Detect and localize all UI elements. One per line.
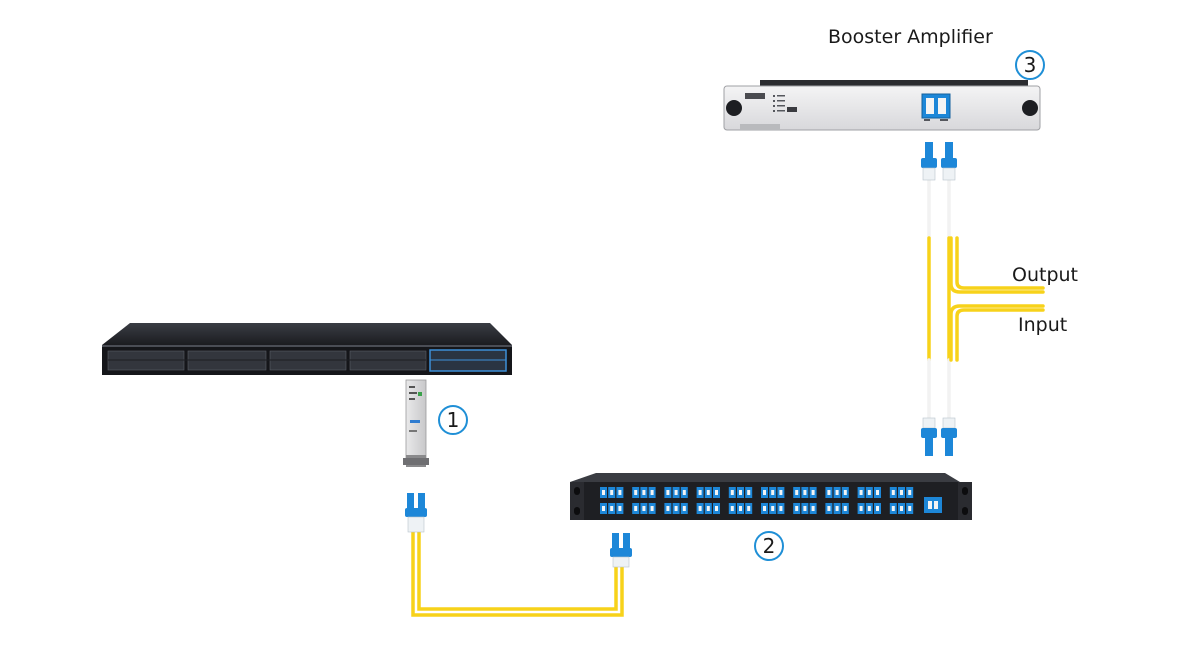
mux-lc-port-ferrule bbox=[618, 490, 622, 495]
mux-lc-port-ferrule bbox=[876, 506, 879, 511]
booster-amplifier-label: Booster Amplifier bbox=[828, 26, 993, 48]
mux-lc-port-ferrule bbox=[900, 490, 903, 495]
fiber-patch-cable-right bbox=[927, 178, 1045, 420]
mux-lc-port-ferrule bbox=[771, 506, 775, 511]
fiber-patch-cable-left bbox=[411, 530, 624, 617]
mux-lc-port-ferrule bbox=[715, 506, 718, 511]
mux-common-port bbox=[924, 497, 942, 513]
lc-connectors-mux-right bbox=[921, 417, 957, 456]
lc-duplex-connector-mux bbox=[610, 533, 632, 568]
mux-lc-port-ferrule bbox=[867, 490, 871, 495]
ethernet-switch bbox=[102, 323, 512, 375]
lc-connectors-amplifier bbox=[921, 142, 957, 181]
mux-lc-port-ferrule bbox=[610, 506, 614, 511]
mux-lc-port-ferrule bbox=[739, 490, 742, 495]
mux-lc-port-ferrule bbox=[706, 490, 710, 495]
mux-lc-port-ferrule bbox=[795, 490, 799, 495]
mux-lc-port-ferrule bbox=[771, 490, 775, 495]
mux-lc-port-ferrule bbox=[843, 490, 847, 495]
mux-lc-port-ferrule bbox=[763, 506, 766, 511]
mux-lc-port-ferrule bbox=[891, 506, 895, 511]
mux-lc-port-ferrule bbox=[908, 490, 912, 495]
thumbscrew-left-icon bbox=[726, 100, 742, 116]
lc-duplex-connector-transceiver bbox=[405, 493, 427, 533]
step-badge-mux: 2 bbox=[754, 531, 784, 561]
mux-lc-port-ferrule bbox=[763, 490, 766, 495]
mux-lc-port-ferrule bbox=[876, 490, 879, 495]
mux-lc-port-ferrule bbox=[843, 506, 847, 511]
mux-lc-port-ferrule bbox=[618, 506, 622, 511]
output-label: Output bbox=[1012, 264, 1078, 286]
mux-lc-port-ferrule bbox=[811, 506, 815, 511]
mux-lc-port-ferrule bbox=[682, 490, 686, 495]
mux-lc-port-ferrule bbox=[739, 506, 742, 511]
mux-lc-port-ferrule bbox=[650, 490, 654, 495]
mux-lc-port-ferrule bbox=[747, 506, 751, 511]
mux-port-array bbox=[600, 487, 914, 514]
mux-lc-port-ferrule bbox=[835, 490, 839, 495]
mux-lc-port-ferrule bbox=[859, 490, 863, 495]
mux-lc-port-ferrule bbox=[827, 490, 831, 495]
mux-lc-port-ferrule bbox=[803, 506, 807, 511]
mux-lc-port-ferrule bbox=[730, 490, 734, 495]
sfp-transceiver bbox=[403, 379, 429, 467]
mux-lc-port-ferrule bbox=[779, 506, 783, 511]
mux-lc-port-ferrule bbox=[827, 506, 831, 511]
mux-lc-port-ferrule bbox=[835, 506, 839, 511]
mux-lc-port-ferrule bbox=[610, 490, 614, 495]
mux-lc-port-ferrule bbox=[730, 506, 734, 511]
mux-lc-port-ferrule bbox=[779, 490, 783, 495]
mux-lc-port-ferrule bbox=[634, 490, 638, 495]
mux-lc-port-ferrule bbox=[650, 506, 654, 511]
mux-lc-port-ferrule bbox=[811, 490, 815, 495]
input-label: Input bbox=[1018, 314, 1068, 336]
step-badge-amplifier: 3 bbox=[1015, 50, 1045, 80]
booster-amplifier-card bbox=[723, 80, 1041, 131]
mux-lc-port-ferrule bbox=[706, 506, 710, 511]
mux-lc-port-ferrule bbox=[674, 506, 678, 511]
mux-lc-port-ferrule bbox=[891, 490, 895, 495]
mux-lc-port-ferrule bbox=[674, 490, 678, 495]
mux-lc-port-ferrule bbox=[795, 506, 799, 511]
mux-lc-port-ferrule bbox=[642, 490, 646, 495]
mux-lc-port-ferrule bbox=[747, 490, 751, 495]
step-badge-transceiver: 1 bbox=[438, 405, 468, 435]
mux-lc-port-ferrule bbox=[602, 490, 605, 495]
mux-lc-port-ferrule bbox=[867, 506, 871, 511]
mux-lc-port-ferrule bbox=[602, 506, 605, 511]
mux-lc-port-ferrule bbox=[666, 490, 670, 495]
mux-lc-port-ferrule bbox=[698, 490, 702, 495]
mux-lc-port-ferrule bbox=[642, 506, 646, 511]
mux-lc-port-ferrule bbox=[682, 506, 686, 511]
mux-lc-port-ferrule bbox=[859, 506, 863, 511]
mux-lc-port-ferrule bbox=[803, 490, 807, 495]
mux-lc-port-ferrule bbox=[715, 490, 718, 495]
mux-lc-port-ferrule bbox=[634, 506, 638, 511]
mux-lc-port-ferrule bbox=[698, 506, 702, 511]
mux-lc-port-ferrule bbox=[900, 506, 903, 511]
thumbscrew-right-icon bbox=[1022, 100, 1038, 116]
mux-lc-port-ferrule bbox=[908, 506, 912, 511]
mux-lc-port-ferrule bbox=[666, 506, 670, 511]
mux-demux-panel bbox=[570, 473, 972, 520]
